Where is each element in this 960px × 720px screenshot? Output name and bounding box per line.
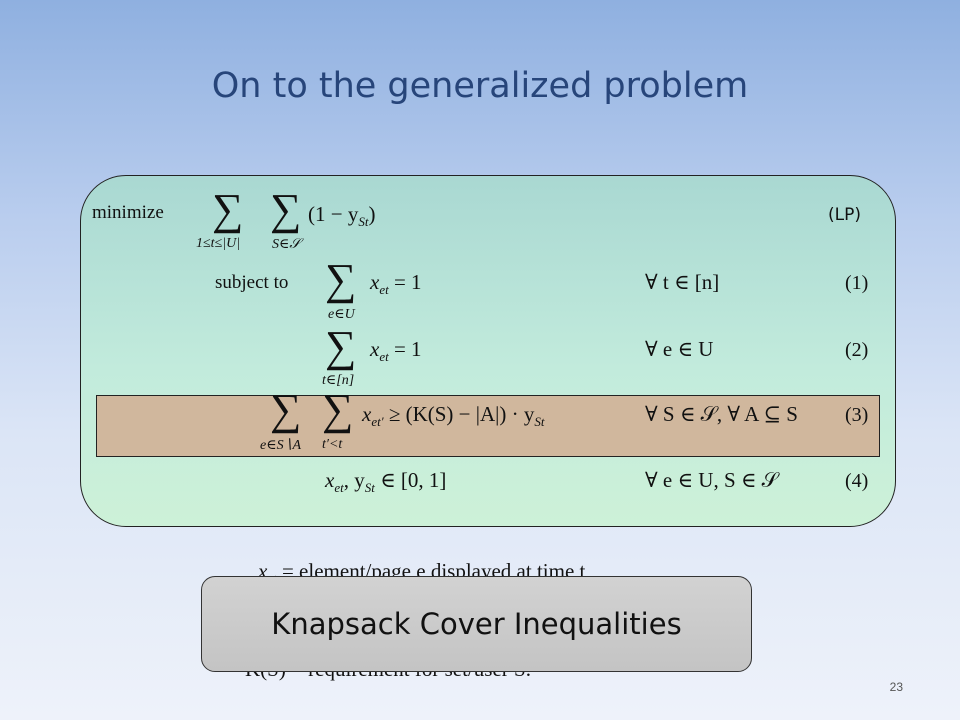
c1-expression: xet = 1 <box>370 270 422 298</box>
c4-tag: (4) <box>845 470 869 492</box>
c2-tag: (2) <box>845 339 869 361</box>
c3-var: x <box>362 402 372 426</box>
c1-rhs: = 1 <box>388 270 422 294</box>
c2-quantifier: ∀ e ∈ U <box>645 337 714 361</box>
c2-sum-range: t∈[n] <box>322 373 355 388</box>
c4-var: x <box>325 468 335 492</box>
c1-sum-range: e∈U <box>328 307 355 322</box>
c2-expression: xet = 1 <box>370 337 422 365</box>
objective-term-sub: St <box>358 214 369 230</box>
c2-var-sub: et <box>379 349 389 365</box>
sum-symbol-6: ∑ <box>322 385 354 434</box>
c3-expression: xet′ ≥ (K(S) − |A|) · ySt <box>362 402 544 430</box>
c4-mid: , y <box>343 468 365 492</box>
objective-term: (1 − ySt) <box>308 202 375 230</box>
subject-to-keyword: subject to <box>215 272 289 293</box>
c1-tag: (1) <box>845 272 869 294</box>
objective-sum-range-1: 1≤t≤|U| <box>196 236 241 251</box>
objective-term-open: (1 − y <box>308 202 359 226</box>
knapsack-cover-label-box: Knapsack Cover Inequalities <box>201 576 752 672</box>
c3-rhs-sub: St <box>534 414 545 430</box>
c4-var-sub: et <box>334 480 344 496</box>
lp-formulation-box <box>80 175 896 527</box>
c4-rhs: ∈ [0, 1] <box>374 468 447 492</box>
c4-quantifier: ∀ e ∈ U, S ∈ 𝒮 <box>645 468 778 492</box>
c3-var-sub: et′ <box>371 414 384 430</box>
c4-mid-sub: St <box>364 480 375 496</box>
c1-quantifier: ∀ t ∈ [n] <box>645 270 720 294</box>
objective-keyword: minimize <box>92 202 164 223</box>
c3-rhs: ≥ (K(S) − |A|) · y <box>383 402 535 426</box>
slide-title: On to the generalized problem <box>211 66 749 106</box>
objective-term-close: ) <box>368 202 376 226</box>
c3-quantifier: ∀ S ∈ 𝒮, ∀ A ⊆ S <box>645 402 798 426</box>
knapsack-constraint-highlight <box>96 395 880 457</box>
c3-sum-range-1: e∈S∖A <box>260 438 302 453</box>
definition-var: x <box>258 559 268 583</box>
c2-var: x <box>370 337 380 361</box>
c3-tag: (3) <box>845 404 869 426</box>
sum-symbol-5: ∑ <box>270 385 302 434</box>
c2-rhs: = 1 <box>388 337 422 361</box>
c3-sum-range-2: t′<t <box>322 437 343 452</box>
page-number: 23 <box>889 680 903 694</box>
sum-symbol-4: ∑ <box>325 322 357 371</box>
c1-var-sub: et <box>379 282 389 298</box>
lp-tag: (LP) <box>828 205 861 225</box>
sum-symbol-2: ∑ <box>270 185 302 234</box>
c1-var: x <box>370 270 380 294</box>
sum-symbol-3: ∑ <box>325 255 357 304</box>
sum-symbol-1: ∑ <box>212 185 244 234</box>
c4-expression: xet, ySt ∈ [0, 1] <box>325 468 446 496</box>
objective-sum-range-2: S∈𝒮 <box>272 237 301 252</box>
knapsack-cover-label: Knapsack Cover Inequalities <box>271 607 682 641</box>
